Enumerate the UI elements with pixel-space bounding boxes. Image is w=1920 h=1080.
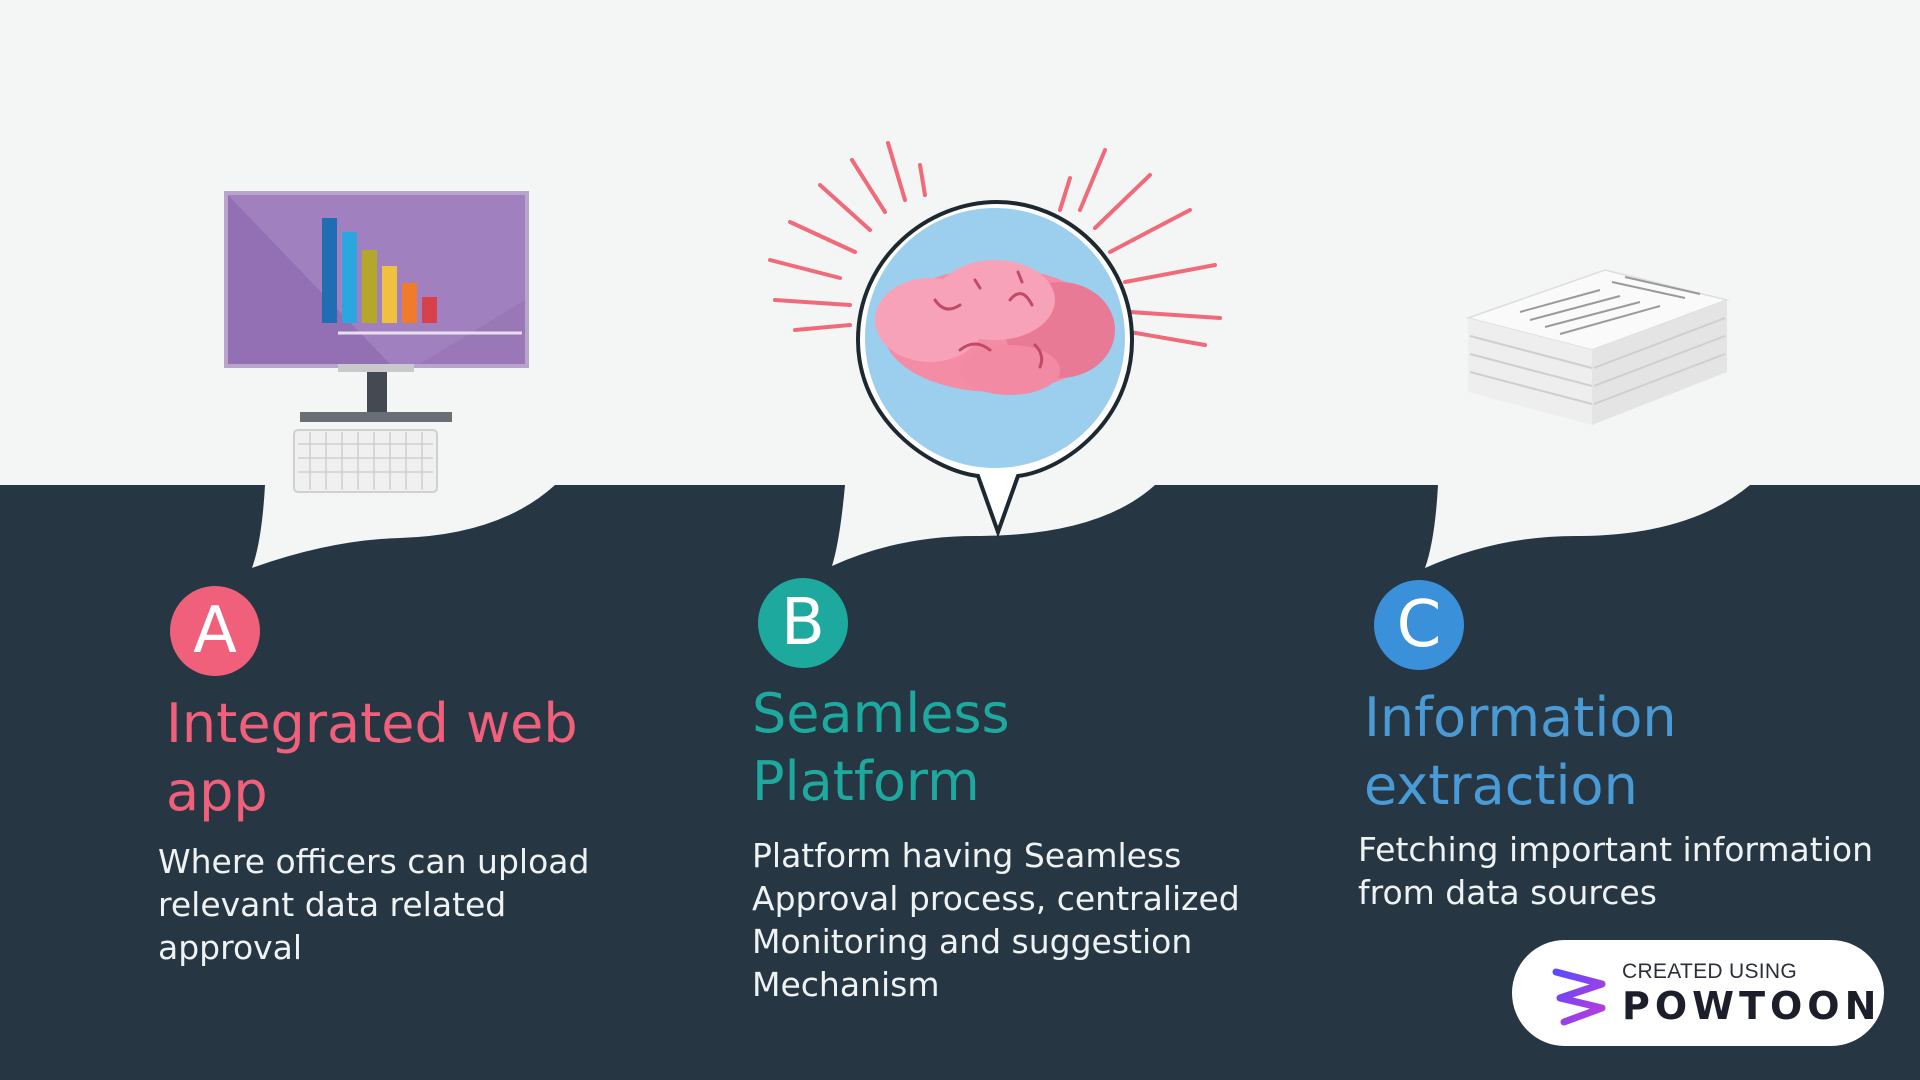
bubble-a	[252, 485, 555, 568]
feature-c-title: Information extraction	[1364, 686, 1677, 817]
badge-c: C	[1374, 580, 1464, 670]
feature-b-description: Platform having Seamless Approval proces…	[752, 836, 1240, 1004]
feature-a-title: Integrated web app	[166, 692, 578, 823]
brain-icon	[768, 141, 1222, 538]
bubble-b	[832, 485, 1155, 566]
powtoon-brand: POWTOON	[1622, 984, 1882, 1028]
feature-b-title: Seamless Platform	[752, 682, 1010, 813]
paper-stack-icon	[1465, 269, 1730, 425]
powtoon-watermark[interactable]: CREATED USING POWTOON	[1512, 940, 1884, 1046]
powtoon-created-using: CREATED USING	[1622, 960, 1798, 983]
computer-monitor-icon	[224, 191, 529, 493]
feature-c-description: Fetching important information from data…	[1358, 830, 1873, 912]
bubble-c	[1425, 485, 1750, 568]
badge-b: B	[758, 578, 848, 668]
powtoon-logo-icon	[1552, 968, 1606, 1026]
badge-a: A	[170, 586, 260, 676]
feature-a-description: Where officers can upload relevant data …	[158, 842, 590, 967]
